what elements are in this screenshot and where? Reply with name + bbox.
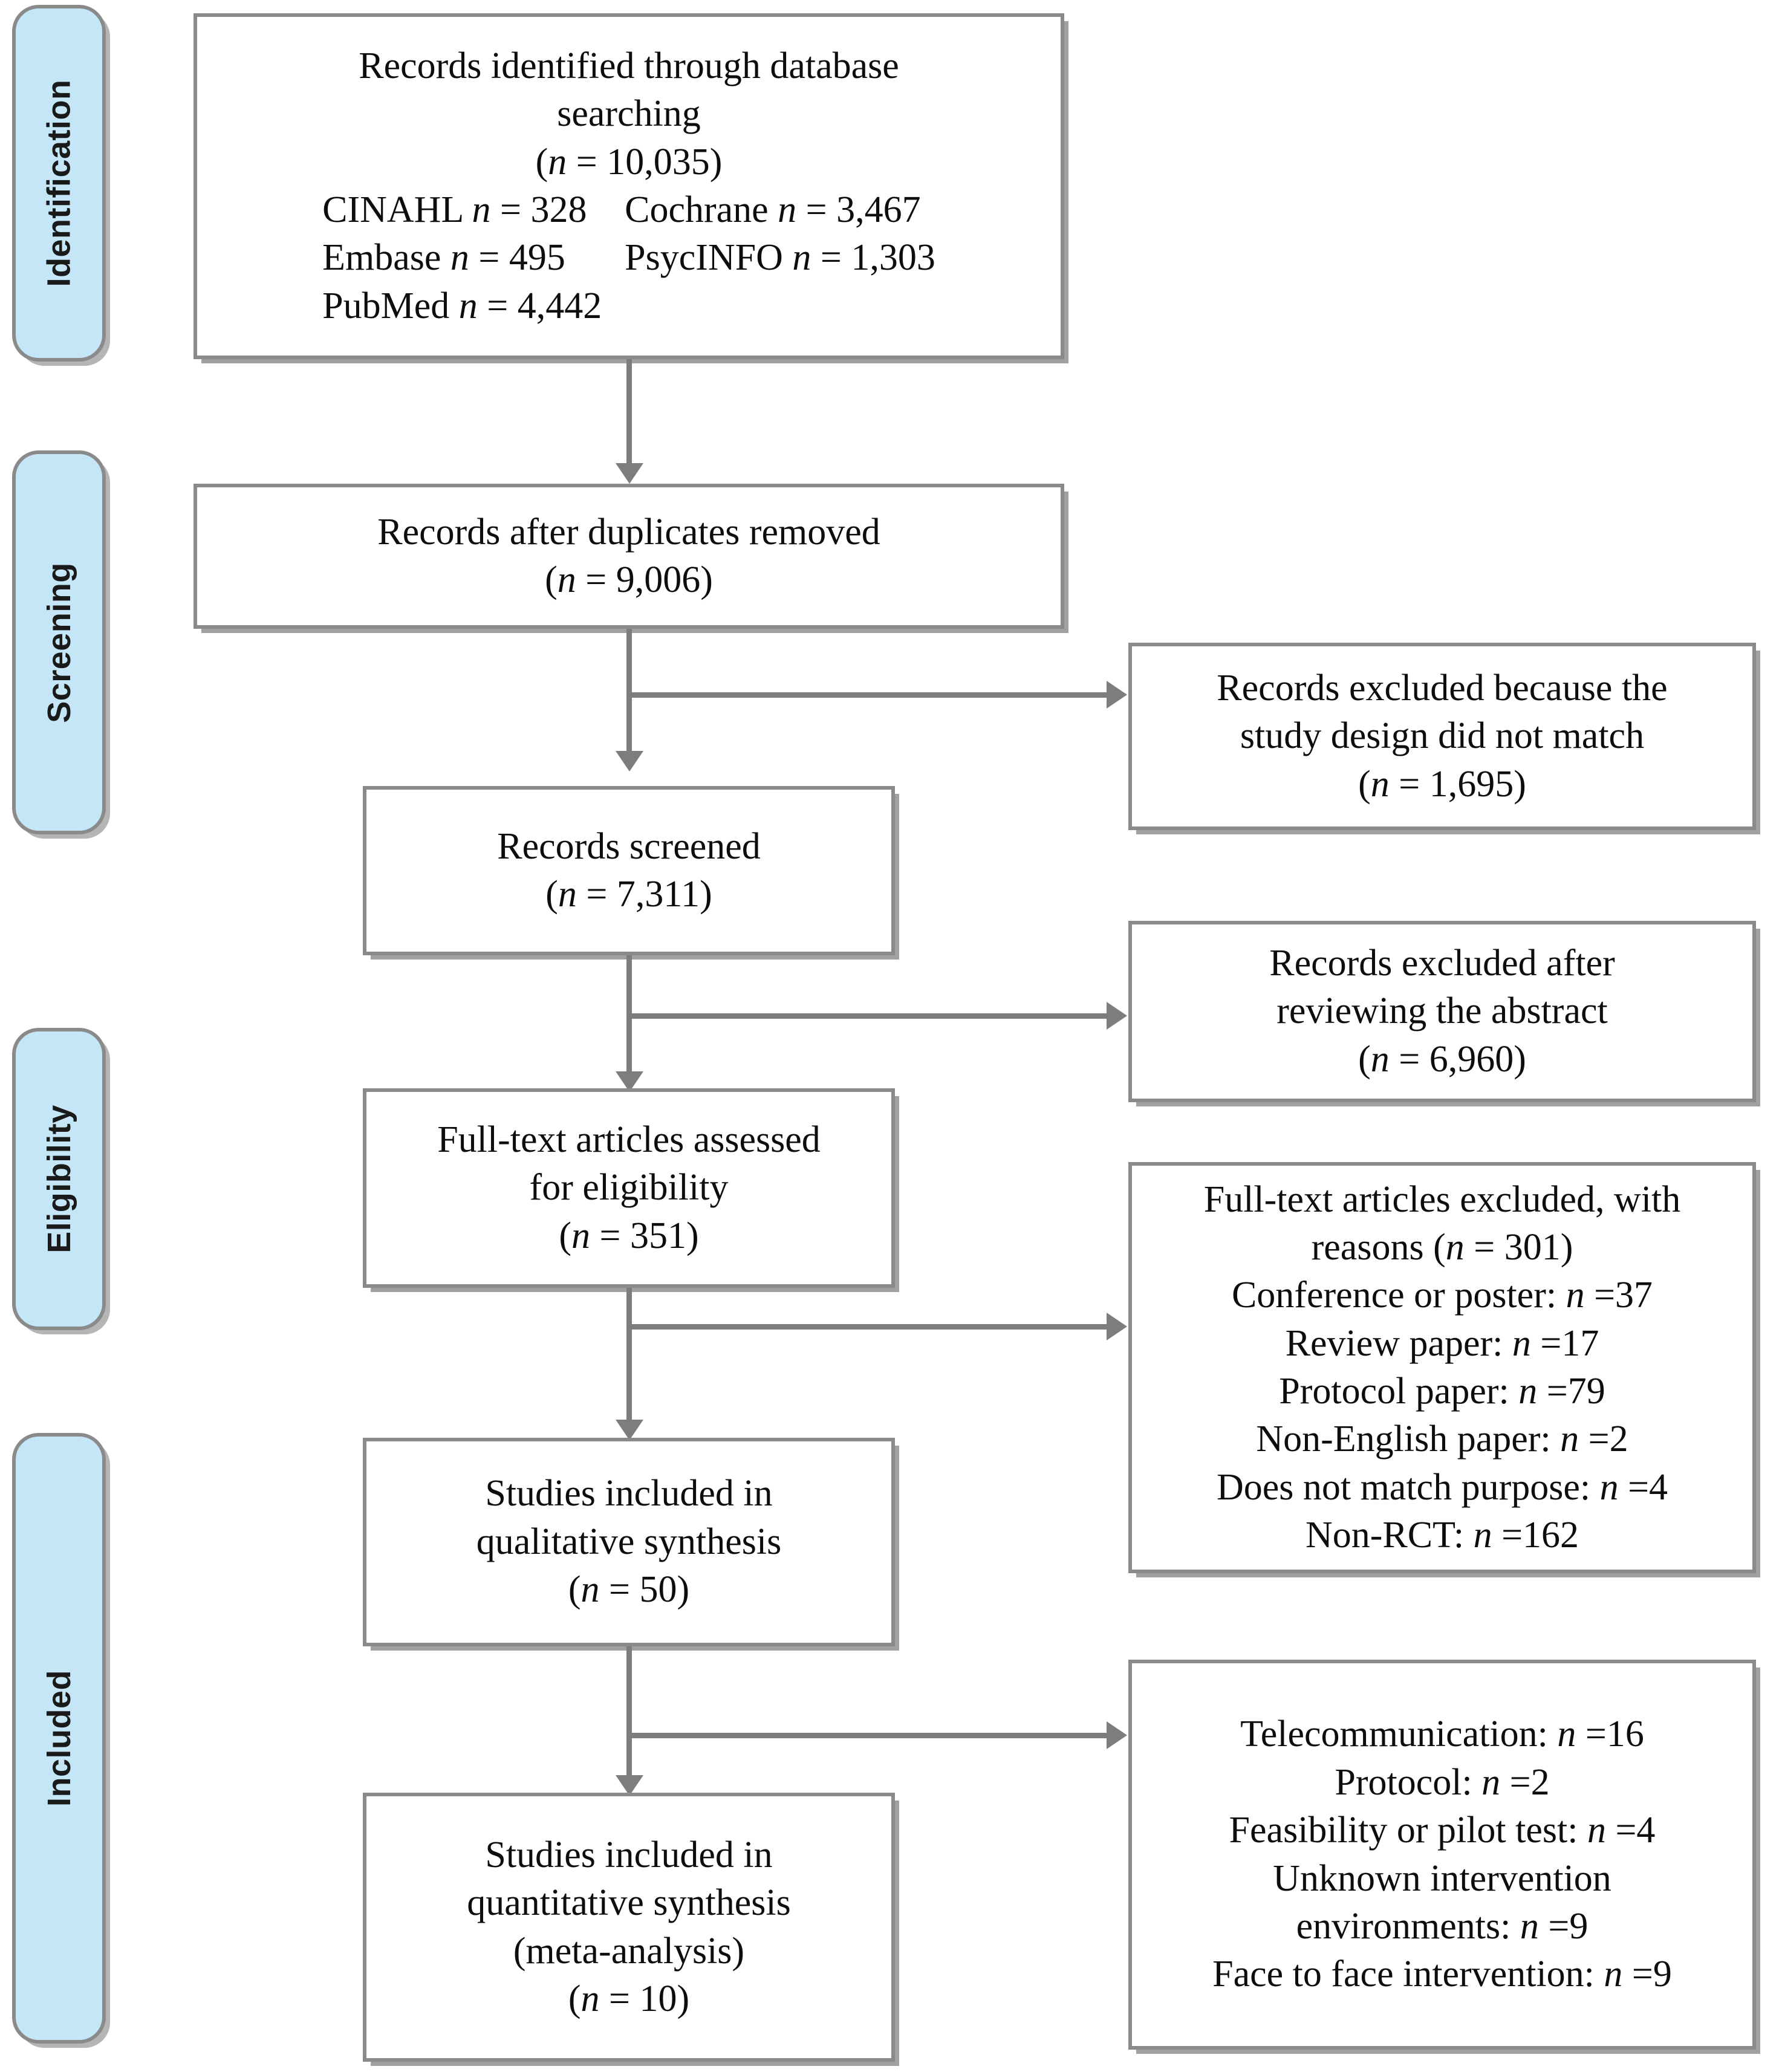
excluded-abstract-line1: Records excluded after [1269,942,1615,984]
further-excluded-reason: Protocol: n =2 [1335,1761,1550,1803]
database-row: Embase n = 495 PsycINFO n = 1,303 [322,234,935,282]
database-row: PubMed n = 4,442 [322,282,935,330]
box-further-excluded: Telecommunication: n =16 Protocol: n =2 … [1128,1660,1756,2050]
fulltext-excluded-reason: Non-RCT: n =162 [1305,1515,1579,1556]
quantitative-line3: (meta-analysis) [513,1930,745,1972]
branch-to-excluded-abstract [626,1013,1110,1019]
duplicates-line1: Records after duplicates removed [377,511,880,553]
stage-pill-eligibility: Eligibility [12,1028,106,1330]
connector-identified-to-duplicates [626,359,632,468]
arrowhead-down-screened [616,751,643,771]
further-excluded-reason: environments: n =9 [1296,1905,1589,1947]
box-fulltext-excluded-text: Full-text articles excluded, with reason… [1143,1176,1741,1560]
connector-fulltext-to-qualitative [626,1288,632,1424]
fulltext-excluded-reason: Conference or poster: n =37 [1231,1275,1653,1316]
screened-count: (n = 7,311) [545,874,712,915]
fulltext-excluded-reason: Protocol paper: n =79 [1279,1371,1605,1412]
arrowhead-down-duplicates [616,463,643,484]
stage-pill-screening: Screening [12,450,106,834]
database-entry: PsycINFO n = 1,303 [625,237,935,279]
fulltext-excluded-reason: Review paper: n =17 [1285,1322,1599,1364]
stage-pill-included: Included [12,1433,106,2044]
box-duplicates-removed-text: Records after duplicates removed (n = 9,… [208,508,1050,605]
box-records-screened: Records screened (n = 7,311) [363,786,895,955]
branch-to-further-excluded [626,1733,1110,1738]
stage-label-eligibility: Eligibility [41,1105,77,1253]
branch-to-excluded-design [626,692,1110,698]
fulltext-assessed-line1: Full-text articles assessed [437,1119,821,1160]
box-qualitative-synthesis: Studies included in qualitative synthesi… [363,1438,895,1646]
database-entry: CINAHL n = 328 [322,189,587,230]
box-records-excluded-design-text: Records excluded because the study desig… [1143,664,1741,808]
connector-qualitative-to-quantitative [626,1646,632,1779]
stage-label-identification: Identification [41,79,77,287]
box-further-excluded-text: Telecommunication: n =16 Protocol: n =2 … [1143,1710,1741,1998]
box-records-identified: Records identified through database sear… [193,13,1064,359]
excluded-abstract-line2: reviewing the abstract [1276,990,1608,1032]
arrowhead-right-further-excluded [1107,1721,1127,1749]
stage-pill-identification: Identification [12,5,106,362]
box-records-excluded-abstract: Records excluded after reviewing the abs… [1128,921,1756,1102]
stage-label-screening: Screening [41,562,77,723]
box-quantitative-synthesis-text: Studies included in quantitative synthes… [377,1831,880,2023]
qualitative-count: (n = 50) [568,1569,690,1611]
further-excluded-reason: Face to face intervention: n =9 [1212,1953,1672,1995]
qualitative-line2: qualitative synthesis [476,1521,782,1562]
identified-title-line1: Records identified through database [359,45,899,86]
further-excluded-reason: Feasibility or pilot test: n =4 [1229,1810,1656,1851]
further-excluded-reason: Unknown intervention [1273,1857,1611,1899]
box-records-identified-text: Records identified through database sear… [208,42,1050,330]
database-entry: PubMed n = 4,442 [322,285,602,326]
further-excluded-reason: Telecommunication: n =16 [1240,1713,1644,1755]
box-records-screened-text: Records screened (n = 7,311) [377,823,880,919]
qualitative-line1: Studies included in [485,1473,773,1515]
arrowhead-down-qualitative [616,1420,643,1440]
identified-database-list: CINAHL n = 328 Cochrane n = 3,467 Embase … [322,186,935,330]
duplicates-count: (n = 9,006) [545,559,713,600]
quantitative-line2: quantitative synthesis [467,1882,791,1924]
arrowhead-right-excluded-design [1107,681,1127,709]
fulltext-excluded-reason: Non-English paper: n =2 [1256,1418,1628,1460]
box-quantitative-synthesis: Studies included in quantitative synthes… [363,1793,895,2062]
arrowhead-right-fulltext-excluded [1107,1313,1127,1340]
box-records-excluded-design: Records excluded because the study desig… [1128,643,1756,830]
quantitative-count: (n = 10) [568,1978,690,2019]
box-fulltext-excluded: Full-text articles excluded, with reason… [1128,1162,1756,1573]
fulltext-excluded-line2: reasons (n = 301) [1311,1226,1573,1268]
database-entry: Embase n = 495 [322,237,565,279]
fulltext-excluded-reason: Does not match purpose: n =4 [1216,1466,1668,1508]
box-qualitative-synthesis-text: Studies included in qualitative synthesi… [377,1470,880,1614]
screened-line1: Records screened [497,825,761,867]
database-row: CINAHL n = 328 Cochrane n = 3,467 [322,186,935,234]
branch-to-fulltext-excluded [626,1324,1110,1330]
database-entry: Cochrane n = 3,467 [625,189,921,230]
fulltext-assessed-line2: for eligibility [529,1167,729,1209]
arrowhead-down-quantitative [616,1775,643,1796]
quantitative-line1: Studies included in [485,1834,773,1876]
arrowhead-right-excluded-abstract [1107,1002,1127,1030]
box-fulltext-assessed: Full-text articles assessed for eligibil… [363,1088,895,1288]
identified-title-line2: searching [557,93,701,135]
excluded-abstract-count: (n = 6,960) [1358,1038,1526,1080]
identified-count: (n = 10,035) [535,141,723,183]
excluded-design-count: (n = 1,695) [1358,763,1526,805]
box-duplicates-removed: Records after duplicates removed (n = 9,… [193,484,1064,629]
fulltext-assessed-count: (n = 351) [559,1215,699,1256]
excluded-design-line2: study design did not match [1240,715,1645,757]
box-records-excluded-abstract-text: Records excluded after reviewing the abs… [1143,940,1741,1083]
stage-label-included: Included [41,1669,77,1807]
fulltext-excluded-line1: Full-text articles excluded, with [1203,1178,1681,1220]
box-fulltext-assessed-text: Full-text articles assessed for eligibil… [377,1116,880,1260]
excluded-design-line1: Records excluded because the [1217,667,1668,709]
